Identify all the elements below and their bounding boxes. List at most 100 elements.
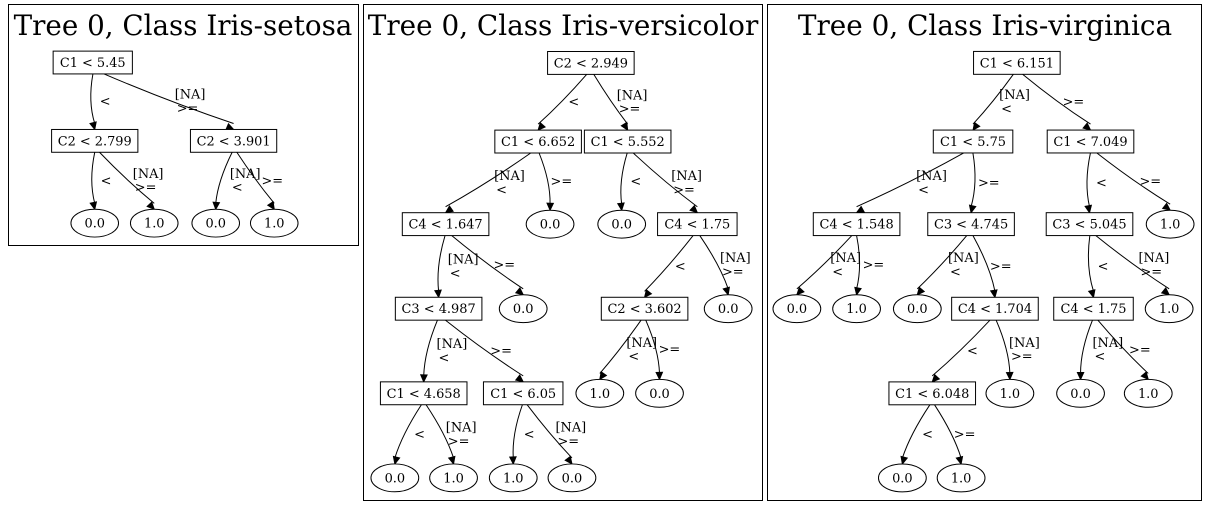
split-node: C2 < 3.602 xyxy=(600,296,689,321)
leaf-node: 0.0 xyxy=(70,208,120,238)
edge-arrowhead xyxy=(1140,371,1150,381)
leaf-ellipse xyxy=(703,294,753,324)
split-node: C3 < 5.045 xyxy=(1045,212,1134,237)
edge-label: [NA] xyxy=(626,336,657,351)
leaf-value: 0.0 xyxy=(649,387,670,402)
edge-line xyxy=(215,152,233,204)
tree-edge: [NA]< xyxy=(434,235,479,299)
leaf-node: 1.0 xyxy=(249,208,299,238)
edge-arrowhead xyxy=(434,289,442,299)
leaf-value: 0.0 xyxy=(84,217,104,232)
edge-line xyxy=(645,319,661,374)
tree-edge: < xyxy=(89,73,111,131)
edge-label: < xyxy=(524,427,535,442)
edge-arrowhead xyxy=(444,205,454,214)
edge-label: >= xyxy=(557,434,579,449)
edge-label: < xyxy=(414,427,425,442)
leaf-value: 1.0 xyxy=(144,217,164,232)
split-label: C2 < 3.602 xyxy=(608,302,682,317)
leaf-ellipse xyxy=(429,463,478,493)
edge-line xyxy=(437,235,446,292)
edge-label: < xyxy=(100,95,111,110)
edge-arrowhead xyxy=(1076,371,1085,381)
edge-label: >= xyxy=(493,258,515,273)
tree-panel-versicolor: Tree 0, Class Iris-versicolor<[NA]>=[NA]… xyxy=(363,4,763,501)
tree-edge: < xyxy=(537,74,588,132)
edge-line xyxy=(796,235,853,290)
leaf-ellipse xyxy=(892,294,942,324)
split-node: C1 < 6.05 xyxy=(482,381,564,406)
split-label: C1 < 4.658 xyxy=(387,387,461,402)
edge-label: < xyxy=(496,183,507,198)
edge-label: >= xyxy=(863,258,885,273)
edge-arrowhead xyxy=(916,286,926,296)
edge-line xyxy=(1087,235,1094,292)
edge-line xyxy=(972,235,996,292)
split-box xyxy=(379,381,468,406)
split-box xyxy=(494,129,582,154)
leaf-ellipse xyxy=(525,209,575,239)
edge-line xyxy=(901,404,931,459)
leaf-node: 1.0 xyxy=(575,378,625,408)
tree-title: Tree 0, Class Iris-virginica xyxy=(798,9,1172,42)
tree-edge: [NA]>= xyxy=(526,404,586,465)
split-box xyxy=(888,381,977,406)
leaf-value: 0.0 xyxy=(205,217,225,232)
edge-label: >= xyxy=(490,344,512,359)
edge-line xyxy=(537,74,588,125)
edge-label: [NA] xyxy=(175,88,206,103)
edge-arrowhead xyxy=(620,121,629,132)
edge-label: [NA] xyxy=(720,251,751,266)
split-label: C3 < 5.045 xyxy=(1052,218,1126,233)
leaf-ellipse xyxy=(1144,294,1194,324)
edge-arrowhead xyxy=(855,205,866,214)
edge-line xyxy=(99,151,155,204)
tree-edge: >= xyxy=(968,152,1000,214)
leaf-value: 1.0 xyxy=(1000,387,1021,402)
tree-edge: [NA]>= xyxy=(425,404,477,466)
leaf-ellipse xyxy=(832,294,881,324)
split-node: C1 < 4.658 xyxy=(379,381,468,406)
tree-edge: [NA]>= xyxy=(632,152,702,214)
tree-edge: < xyxy=(616,152,641,212)
split-label: C1 < 7.049 xyxy=(1053,135,1127,150)
edge-label: [NA] xyxy=(446,420,477,435)
tree-edge: < xyxy=(643,235,694,299)
split-node: C4 < 1.647 xyxy=(401,212,490,237)
edge-arrowhead xyxy=(89,201,98,211)
edge-line xyxy=(526,404,573,459)
leaf-value: 1.0 xyxy=(1138,387,1159,402)
edge-arrowhead xyxy=(419,374,428,384)
edge-line xyxy=(1096,152,1171,205)
tree-panel-virginica: Tree 0, Class Iris-virginica[NA]<>=[NA]<… xyxy=(767,4,1202,501)
edge-line xyxy=(445,319,524,377)
leaf-ellipse xyxy=(488,463,538,493)
split-box xyxy=(600,296,689,321)
edge-arrowhead xyxy=(900,455,909,466)
leaf-ellipse xyxy=(936,463,986,493)
tree-edge: >= xyxy=(645,319,680,381)
split-box xyxy=(1046,129,1135,154)
edge-line xyxy=(91,152,96,204)
split-box xyxy=(1045,212,1134,237)
tree-edge: [NA]< xyxy=(444,152,532,214)
leaf-ellipse xyxy=(547,463,597,493)
tree-edge: [NA]< xyxy=(855,152,964,214)
tree-edge: >= xyxy=(1022,73,1092,131)
split-node: C1 < 5.75 xyxy=(932,129,1014,154)
split-box xyxy=(401,212,490,237)
edge-line xyxy=(916,235,968,290)
split-label: C2 < 3.901 xyxy=(197,134,271,149)
edge-line xyxy=(1022,73,1091,125)
edge-arrowhead xyxy=(854,286,862,296)
edge-line xyxy=(90,73,96,124)
edge-arrowhead xyxy=(514,286,525,296)
leaf-value: 0.0 xyxy=(611,218,632,233)
leaf-node: 1.0 xyxy=(488,463,538,493)
edge-label: >= xyxy=(619,102,641,117)
leaf-value: 1.0 xyxy=(846,302,867,317)
split-box xyxy=(189,128,278,153)
tree-edge: < xyxy=(89,152,111,211)
tree-edge: [NA]>= xyxy=(103,73,235,131)
edge-label: >= xyxy=(135,181,157,196)
